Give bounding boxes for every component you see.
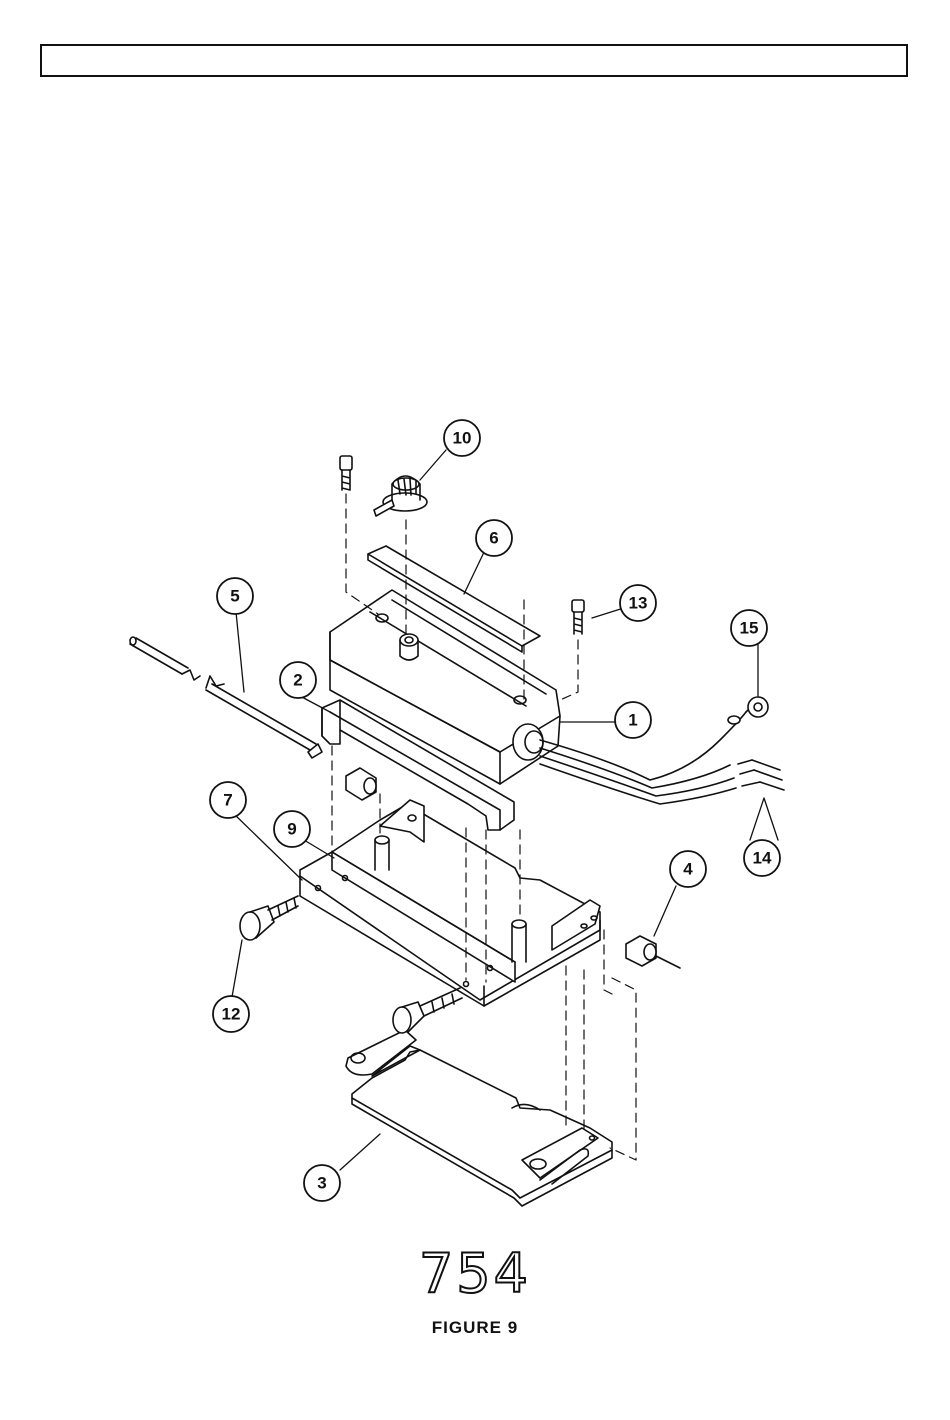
wire-harness [540, 697, 784, 804]
model-number: 754 [0, 1247, 950, 1301]
callout-label-13: 13 [629, 594, 648, 613]
thumb-screw-left [240, 896, 298, 940]
callout-label-3: 3 [317, 1174, 326, 1193]
figure-caption: FIGURE 9 [0, 1318, 950, 1338]
knob [374, 476, 427, 516]
callout-label-9: 9 [287, 820, 296, 839]
top-screw-right [572, 600, 584, 634]
main-housing [330, 590, 560, 784]
bushing-right [626, 936, 680, 968]
callout-label-6: 6 [489, 529, 498, 548]
callout-label-2: 2 [293, 671, 302, 690]
lower-bracket [300, 800, 600, 1006]
callout-label-5: 5 [230, 587, 239, 606]
callout-label-1: 1 [628, 711, 637, 730]
thumb-screw-right [393, 988, 462, 1033]
top-screw-left [340, 456, 352, 490]
callout-label-4: 4 [683, 860, 693, 879]
mounting-plate [346, 1030, 612, 1206]
bushing-left [346, 768, 376, 800]
callout-label-15: 15 [740, 619, 759, 638]
callout-label-14: 14 [753, 849, 772, 868]
callout-label-12: 12 [222, 1005, 241, 1024]
callout-label-7: 7 [223, 791, 232, 810]
callout-label-10: 10 [453, 429, 472, 448]
